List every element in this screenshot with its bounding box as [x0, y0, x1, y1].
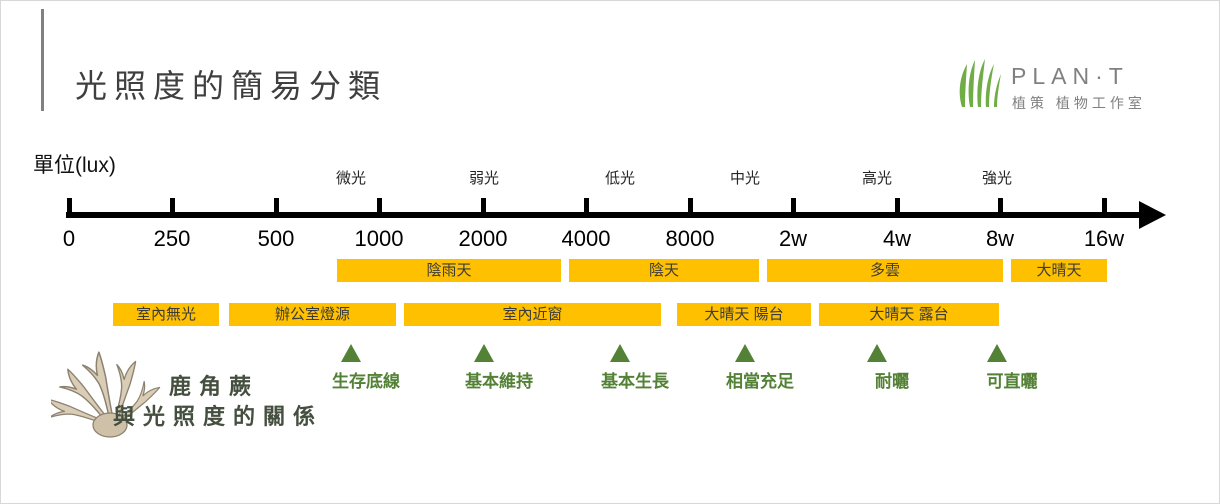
marker-triangle-icon: [987, 344, 1007, 362]
axis-tick: [377, 198, 382, 218]
axis-tick-label: 16w: [1083, 226, 1125, 251]
axis-tick: [998, 198, 1003, 218]
brand-subtitle: 植策 植物工作室: [1012, 95, 1146, 111]
plant-logo-icon: [959, 59, 1001, 107]
axis-unit-label: 單位(lux): [33, 154, 116, 177]
fern-caption-line1: 鹿角蕨: [169, 374, 260, 399]
axis-tick: [688, 198, 693, 218]
range-bar-office-light: 辦公室燈源: [229, 303, 396, 326]
marker-triangle-icon: [735, 344, 755, 362]
range-bar-indoor-dark: 室內無光: [113, 303, 219, 326]
axis-tick: [791, 198, 796, 218]
light-zone-label: 弱光: [468, 170, 499, 187]
marker-label-survival: 生存底線: [332, 372, 400, 391]
marker-triangle-icon: [610, 344, 630, 362]
light-zone-label: 中光: [729, 170, 760, 187]
marker-triangle-icon: [474, 344, 494, 362]
range-bar-rainy: 陰雨天: [337, 259, 561, 282]
marker-label-maintenance: 基本維持: [465, 372, 533, 391]
marker-label-direct-sun: 可直曬: [986, 372, 1038, 391]
marker-triangle-icon: [341, 344, 361, 362]
range-bar-cloudy: 多雲: [767, 259, 1003, 282]
axis-tick-label: 0: [62, 226, 76, 251]
light-zone-label: 低光: [604, 170, 635, 187]
range-bar-sunny-terrace: 大晴天 露台: [819, 303, 999, 326]
axis-tick: [170, 198, 175, 218]
axis-tick: [67, 198, 72, 218]
page-title: 光照度的簡易分類: [75, 68, 388, 104]
marker-label-sufficient: 相當充足: [726, 372, 794, 391]
staghorn-fern-illustration: [51, 350, 165, 439]
range-bar-sunny: 大晴天: [1011, 259, 1107, 282]
axis-tick-label: 4000: [561, 226, 611, 251]
axis-tick: [1102, 198, 1107, 218]
brand-name: PLAN·T: [1011, 63, 1129, 89]
axis-tick: [274, 198, 279, 218]
light-zone-label: 微光: [335, 170, 366, 187]
axis-tick: [584, 198, 589, 218]
axis-tick-label: 1000: [354, 226, 404, 251]
axis-tick-label: 8000: [665, 226, 715, 251]
axis-tick: [895, 198, 900, 218]
axis-tick-label: 250: [153, 226, 191, 251]
axis-tick-label: 2000: [458, 226, 508, 251]
marker-label-growth: 基本生長: [601, 372, 669, 391]
fern-caption-line2: 與光照度的關係: [113, 404, 324, 429]
light-zone-label: 強光: [981, 170, 1012, 187]
axis-line: [66, 212, 1139, 218]
range-bar-sunny-balcony: 大晴天 陽台: [677, 303, 811, 326]
axis-tick-label: 8w: [985, 226, 1015, 251]
range-bar-overcast: 陰天: [569, 259, 759, 282]
axis-tick-label: 4w: [882, 226, 912, 251]
marker-label-sun-tolerant: 耐曬: [875, 372, 909, 391]
axis-arrowhead-icon: [1139, 201, 1166, 229]
axis-tick-label: 500: [257, 226, 295, 251]
marker-triangle-icon: [867, 344, 887, 362]
light-zone-label: 高光: [861, 170, 892, 187]
range-bar-near-window: 室內近窗: [404, 303, 661, 326]
axis-tick-label: 2w: [778, 226, 808, 251]
title-accent-rule: [41, 9, 44, 111]
axis-tick: [481, 198, 486, 218]
